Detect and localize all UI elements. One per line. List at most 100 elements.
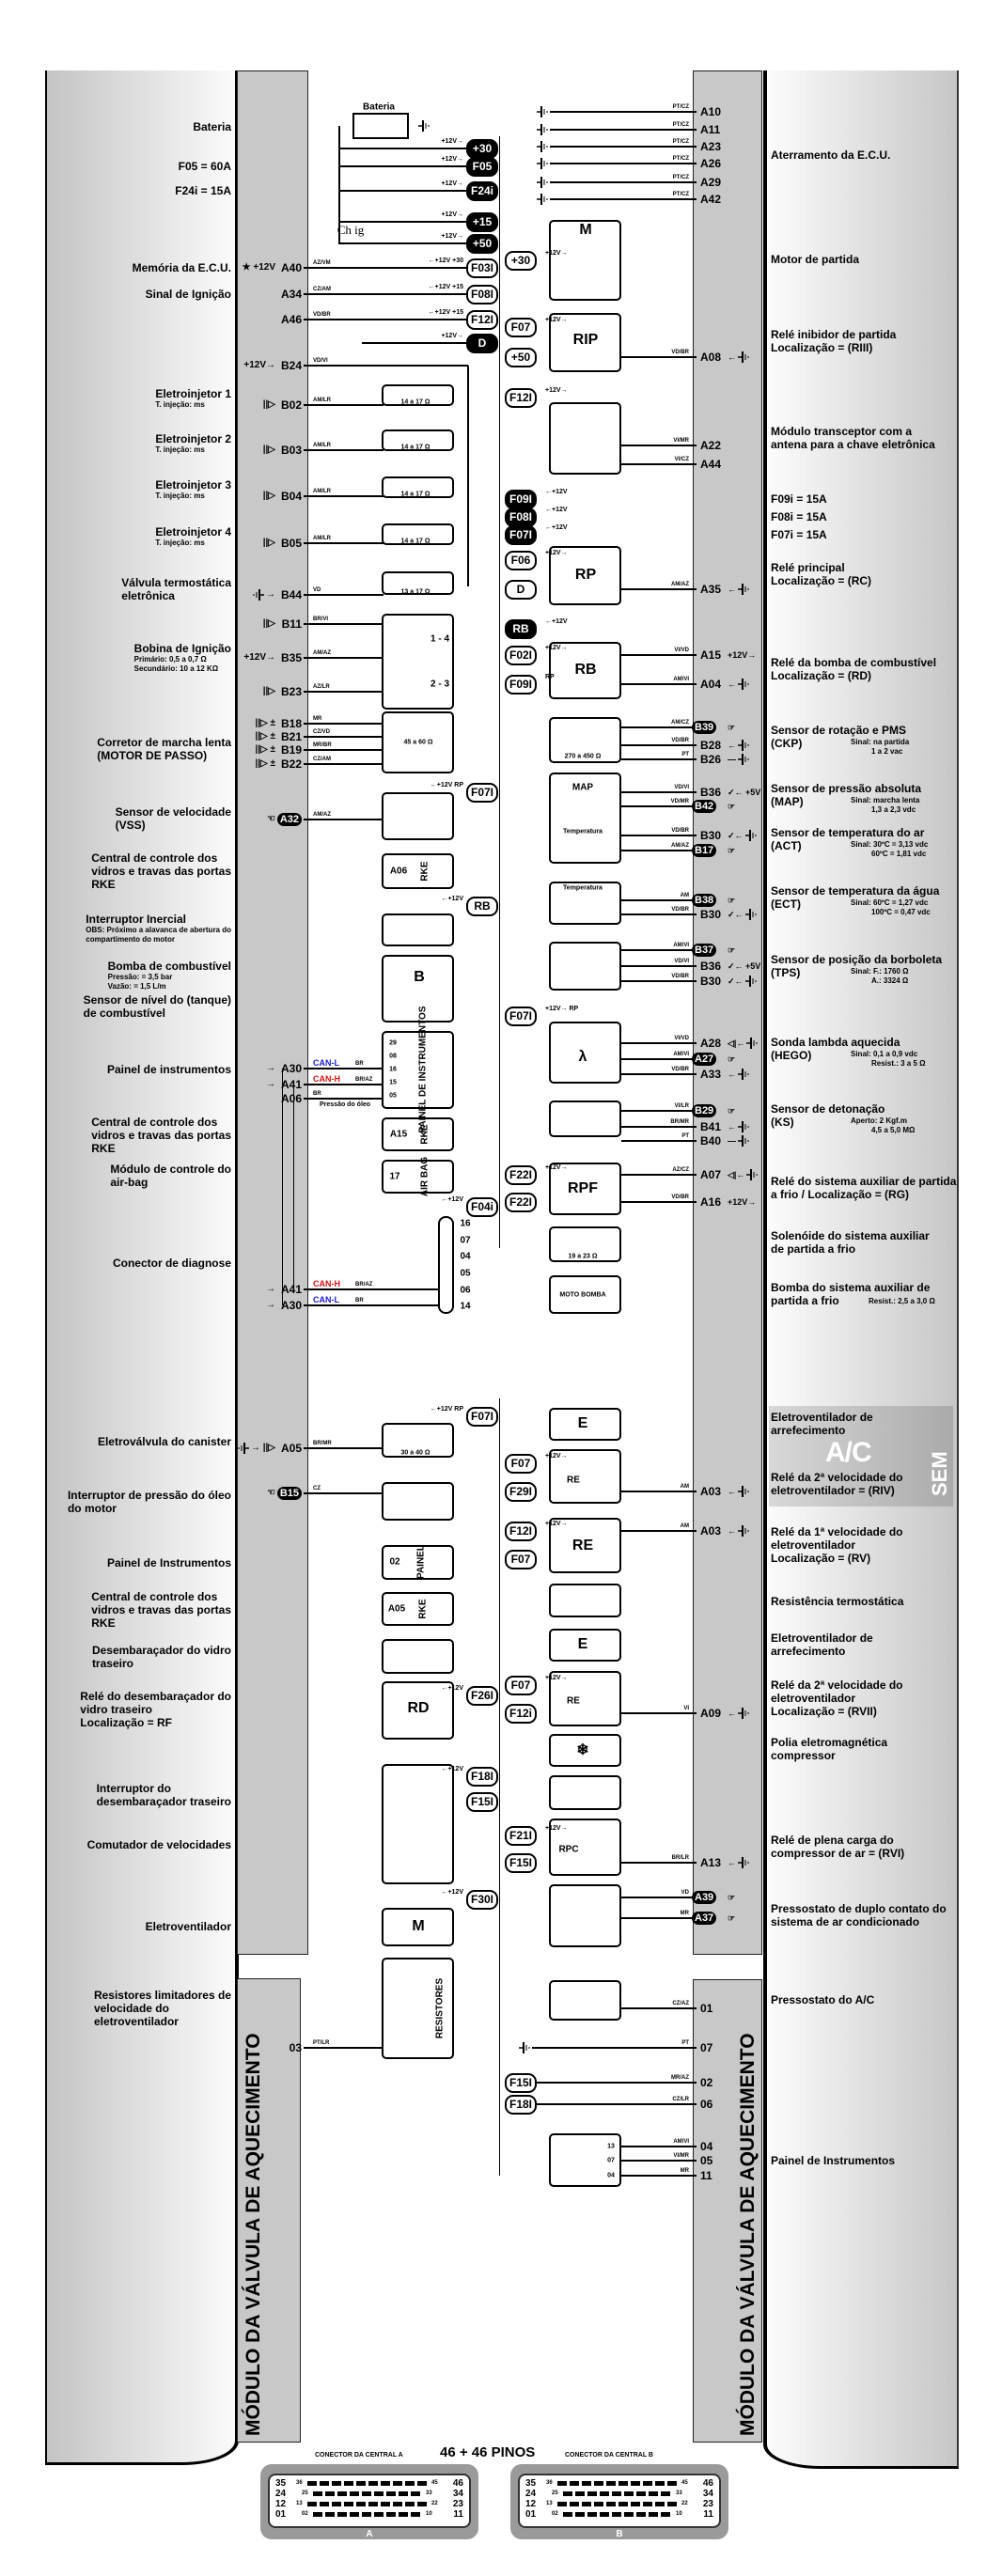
injector-12v-bus [467,366,469,586]
pin-suffix-group: ☞ [728,844,735,857]
fuse-f21i[interactable]: F21I [505,1826,538,1846]
fuse-f02i[interactable]: F02I [505,646,538,665]
fuse-f07i[interactable]: F07I [505,1007,538,1026]
connector-pin [386,2512,396,2517]
pin-suffix: ☞ [728,802,736,811]
fuse-f06[interactable]: F06 [505,551,537,570]
fuse-+50[interactable]: +50 [505,348,537,367]
pin-suffix-group: +12V→ [728,1195,756,1209]
airbag-label: AIR BAG [419,1156,431,1197]
pin-suffix: ☞ [728,1106,736,1116]
fuse-d[interactable]: D [466,334,498,353]
connector-pin-number: 02 [552,2511,558,2517]
fuse-f30i[interactable]: F30I [466,1890,499,1910]
connector-pin [594,2481,603,2486]
label-title: Central de controle dos [91,1590,218,1603]
right-label: Pressostato do A/C [771,1993,874,2006]
fuse-+30[interactable]: +30 [505,251,537,271]
label-note: T. injeção: ms [155,539,205,547]
label-title: do motor [67,1502,117,1515]
fuse-f22i[interactable]: F22I [505,1193,538,1212]
fuse-d[interactable]: D [505,580,537,600]
connector-pin [381,2481,390,2486]
pin-a42: A42 [700,193,722,206]
fuse-f05[interactable]: F05 [466,157,498,177]
component-box [549,1584,621,1617]
pin-b26: B26 [700,753,722,766]
fuse-f12i[interactable]: F12I [505,1522,538,1541]
connector-pin-number: 02 [302,2511,308,2517]
fuse-f24i[interactable]: F24i [466,181,499,201]
fuse-f07[interactable]: F07 [505,1454,537,1474]
pin-a03: A03 [700,1524,722,1538]
fuse-f12i[interactable]: F12I [505,388,538,408]
fuse-f07i[interactable]: F07I [505,525,538,545]
fuse-f07i[interactable]: F07I [466,1407,499,1427]
label-title: Sensor de nível do (tanque) [83,993,231,1007]
fuse-f04i[interactable]: F04i [466,1197,499,1217]
connector-pin [399,2491,408,2496]
injector-2-resistance: 14 a 17 Ω [400,444,431,451]
fuse-f09i[interactable]: F09I [505,490,538,509]
fuse-f26i[interactable]: F26I [466,1686,499,1706]
fuse-f07[interactable]: F07 [505,318,537,337]
right-label: Sensor de rotação e PMS(CKP)Sinal: na pa… [771,724,909,756]
fuse-f15i[interactable]: F15I [505,1853,538,1873]
label-title: RKE [91,878,116,891]
label-title: Painel de instrumentos [106,1063,231,1076]
pin-a16: A16 [700,1195,722,1209]
connector-pin [563,2512,572,2517]
fuse-f12i[interactable]: F12I [466,310,499,330]
fuse-rb[interactable]: RB [505,619,537,639]
fuse-voltage-tag: ←+12V [545,489,568,495]
diag-pin: 07 [460,1235,471,1246]
right-label: Aterramento da E.C.U. [771,148,890,162]
pin-a10: A10 [700,105,722,118]
component-box [549,1775,621,1810]
connector-pin [655,2481,665,2486]
connector-pin-label: 24 [275,2489,287,2499]
fuse-f12i[interactable]: F12i [505,1704,538,1724]
pin-prefix-group: → [266,1283,275,1296]
right-label: Sonda lambda aquecida(HEGO)Sinal: 0,1 a … [771,1036,926,1068]
fuse-f18i[interactable]: F18I [505,2095,538,2115]
fuse-+15[interactable]: +15 [466,212,498,232]
pin-suffix: ← [728,1858,736,1867]
connector-pin [337,2512,347,2517]
fuse-f07[interactable]: F07 [505,1550,537,1569]
label-title: Localização = (RV) [771,1552,871,1565]
fuse-f15i[interactable]: F15I [466,1792,499,1812]
pin-prefix: ||▷ [262,445,275,455]
fuse-f07i[interactable]: F07I [466,783,499,803]
fuse-+30[interactable]: +30 [466,139,498,159]
fuse-f08i[interactable]: F08I [466,285,499,304]
pins-title: 46 + 46 PINOS [440,2444,536,2460]
connector-pin-label: 23 [702,2499,713,2509]
pin-a35: A35 [700,583,722,596]
pin-b38: B38 [692,894,717,907]
label-note: Primário: 0,5 a 0,7 Ω [133,655,207,664]
fuse-f07[interactable]: F07 [505,1676,537,1695]
fuse-f15i[interactable]: F15I [505,2073,538,2093]
label-note-line: 4,5 a 5,0 MΩ [871,1126,916,1134]
pin-suffix: ☞ [728,1913,736,1923]
fuse-f18i[interactable]: F18I [466,1767,499,1787]
wire-color-label: VI/CZ [674,457,689,462]
fuse-rb[interactable]: RB [466,897,498,916]
connector-pin-label: 12 [525,2499,537,2509]
rb-relay: RB [574,662,597,678]
fuse-f22i[interactable]: F22I [505,1165,538,1185]
fuse-f08i[interactable]: F08I [505,507,538,527]
fuse-+50[interactable]: +50 [466,234,498,254]
label-title: Comutador de velocidades [86,1838,231,1851]
label-title: Interruptor Inercial [86,913,186,926]
fuse-f03i[interactable]: F03I [466,258,499,278]
fuse-voltage-tag: +12V→ [545,1164,568,1171]
fuse-f09i[interactable]: F09I [505,675,538,695]
fuse-f29i[interactable]: F29I [505,1482,538,1502]
fuse-voltage-tag: +12V→ [545,1675,568,1681]
